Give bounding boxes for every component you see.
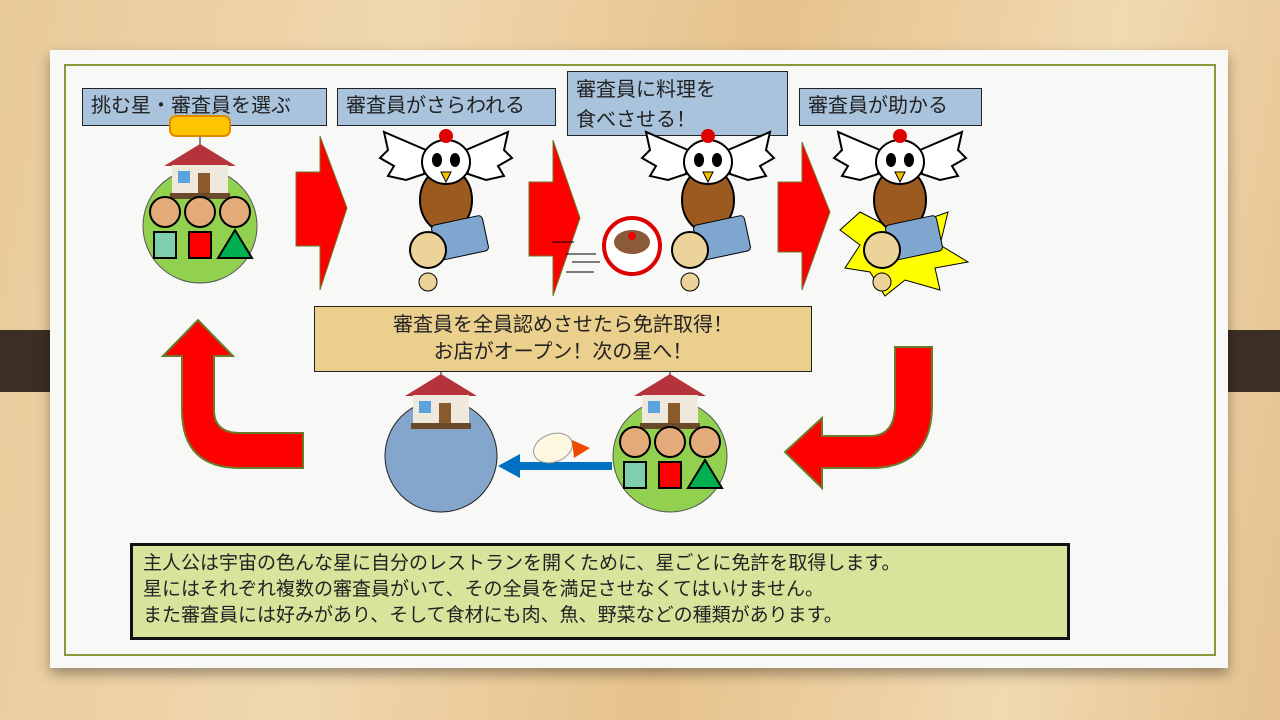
arrow-loop-down bbox=[783, 346, 933, 491]
flying-ship-arrow-icon bbox=[498, 432, 612, 478]
step-label-feed-line1: 審査員に料理を bbox=[576, 77, 716, 101]
step-label-choose: 挑む星・審査員を選ぶ bbox=[82, 88, 327, 126]
description-line: 主人公は宇宙の色んな星に自分のレストランを開くために、星ごとに免許を取得します。 bbox=[143, 552, 901, 574]
arrow-right-1 bbox=[295, 135, 348, 291]
restaurant-icon bbox=[163, 115, 237, 200]
goal-message-line1: 審査員を全員認めさせたら免許取得！ bbox=[393, 312, 733, 336]
chicken-eating-icon bbox=[641, 128, 775, 292]
arrow-right-2 bbox=[528, 139, 581, 297]
arrow-right-3 bbox=[777, 141, 831, 291]
food-bowl-icon bbox=[552, 216, 662, 276]
slide-frame bbox=[64, 64, 1216, 656]
description-box: 主人公は宇宙の色んな星に自分のレストランを開くために、星ごとに免許を取得します。… bbox=[130, 543, 1070, 640]
description-line: 星にはそれぞれ複数の審査員がいて、その全員を満足させなくてはいけません。 bbox=[143, 578, 824, 600]
happy-judges-icon bbox=[619, 426, 723, 489]
goal-message-box: 審査員を全員認めさせたら免許取得！ お店がオープン！次の星へ！ bbox=[314, 306, 812, 372]
arrow-loop-up bbox=[160, 318, 304, 469]
judges-icon bbox=[149, 196, 253, 259]
description-line: また審査員には好みがあり、そして食材にも肉、魚、野菜などの種類があります。 bbox=[143, 604, 843, 626]
step-label-kidnapped: 審査員がさらわれる bbox=[337, 88, 556, 126]
step-label-feed: 審査員に料理を食べさせる！ bbox=[567, 71, 788, 136]
chicken-kidnapper-icon bbox=[379, 128, 513, 292]
step-label-rescued: 審査員が助かる bbox=[799, 88, 982, 126]
goal-message-line2: お店がオープン！次の星へ！ bbox=[433, 339, 693, 363]
step-label-feed-line2: 食べさせる！ bbox=[576, 107, 696, 131]
